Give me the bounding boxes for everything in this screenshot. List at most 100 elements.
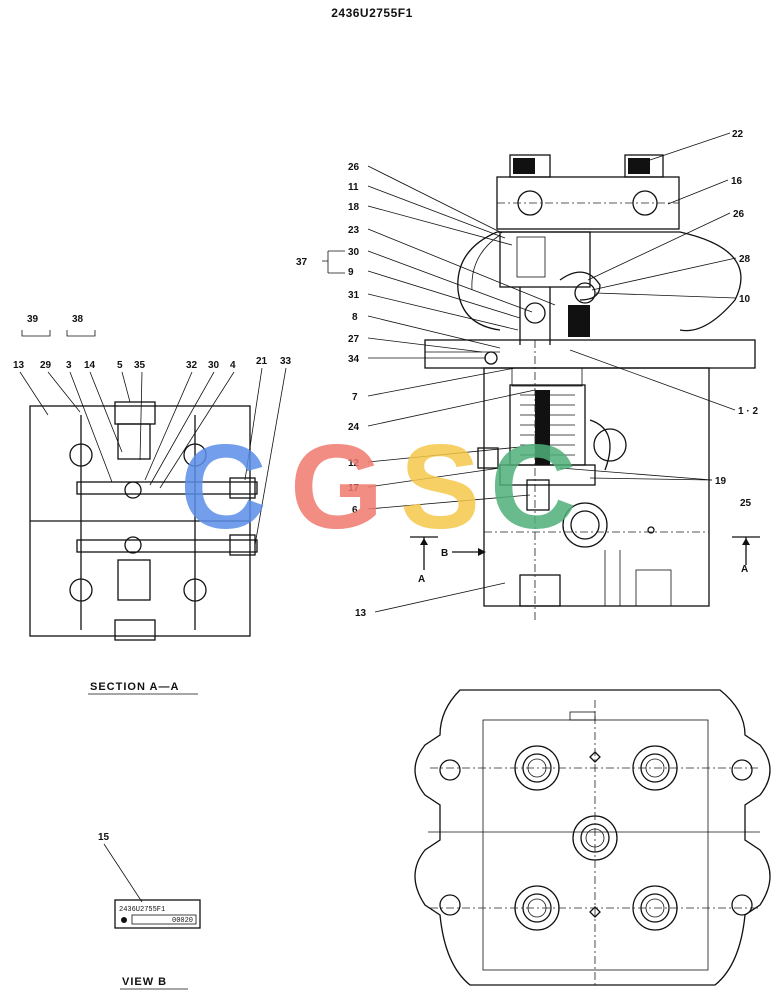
callout-11: 11	[348, 182, 359, 193]
pilot-mark-bottom	[589, 906, 601, 918]
section-cap-top	[114, 401, 156, 425]
callout-30-section: 30	[208, 360, 220, 371]
section-letter-a-left: A	[418, 574, 425, 585]
nameplate-part-number: 2436U2755F1	[119, 906, 165, 914]
callout-24: 24	[348, 422, 360, 433]
callout-16: 16	[731, 176, 743, 187]
mount-hole-bl	[439, 894, 461, 916]
mount-hole-br	[731, 894, 753, 916]
watermark-letter-c1: C	[180, 420, 267, 554]
flange-right	[497, 231, 742, 332]
spring-28	[568, 305, 590, 337]
callout-32: 32	[186, 360, 198, 371]
view-b-arrow: B	[441, 548, 486, 559]
callout-30: 30	[348, 247, 360, 258]
callout-35: 35	[134, 360, 146, 371]
view-b-caption: VIEW B	[122, 976, 167, 988]
watermark: C G S C	[180, 420, 577, 554]
section-spool-upper	[76, 481, 258, 495]
callout-26-left: 26	[348, 162, 360, 173]
callout-3: 3	[66, 360, 72, 371]
ball-30	[524, 302, 546, 324]
pin-18	[516, 236, 546, 278]
callout-37: 37	[296, 257, 308, 268]
callout-8: 8	[352, 312, 358, 323]
watermark-letter-g: G	[290, 420, 383, 554]
callout-10: 10	[739, 294, 751, 305]
callout-22: 22	[732, 129, 744, 140]
nameplate-mark	[121, 917, 127, 923]
callout-27: 27	[348, 334, 360, 345]
valve-body-13	[483, 367, 710, 607]
section-a-a-view	[29, 401, 258, 641]
callout-7: 7	[352, 392, 358, 403]
callout-1-2: 1 · 2	[738, 406, 758, 417]
callout-33: 33	[280, 356, 292, 367]
nameplate-frame	[114, 899, 201, 929]
callout-26-right: 26	[733, 209, 745, 220]
bottom-body	[482, 719, 709, 971]
port-center	[572, 815, 618, 861]
drawing-number: 2436U2755F1	[331, 6, 413, 20]
view-letter-b: B	[441, 548, 448, 559]
section-callouts: 39 38 13 29 3 14 5 35 32 30 4 21 33	[13, 314, 292, 546]
spool-stem	[535, 390, 550, 465]
section-cap-bottom	[114, 619, 156, 641]
callout-18: 18	[348, 202, 360, 213]
callout-21: 21	[256, 356, 268, 367]
callout-39: 39	[27, 314, 39, 325]
callout-14: 14	[84, 360, 96, 371]
pilot-mark-top	[589, 751, 601, 763]
bolt-thread-right	[628, 158, 650, 174]
callout-31: 31	[348, 290, 360, 301]
bolt-thread-left	[513, 158, 535, 174]
section-spool-lower	[76, 539, 258, 553]
port-25	[562, 502, 608, 548]
callout-28: 28	[739, 254, 751, 265]
section-letter-a-right: A	[741, 564, 748, 575]
flange-left	[457, 231, 501, 331]
body-upper	[499, 231, 591, 288]
bottom-plan-view	[414, 689, 771, 986]
callout-4: 4	[230, 360, 236, 371]
side-boss	[589, 419, 611, 471]
callout-19: 19	[715, 476, 727, 487]
main-callouts: 22 16 26 11 18 23 28 10 30 9 31 8 27 34 …	[296, 129, 758, 619]
callout-17: 17	[348, 483, 360, 494]
section-a-a-caption: SECTION A—A	[90, 681, 179, 693]
callout-9: 9	[348, 267, 354, 278]
callout-15: 15	[98, 832, 110, 843]
watermark-letter-c2: C	[490, 420, 577, 554]
mount-hole-tl	[439, 759, 461, 781]
section-ball-upper	[124, 481, 142, 499]
section-marker-right: A	[732, 536, 760, 575]
section-marker-left: A	[410, 536, 438, 585]
callout-34: 34	[348, 354, 360, 365]
callout-13-section: 13	[13, 360, 25, 371]
spring-seat	[559, 271, 601, 301]
callout-25: 25	[740, 498, 752, 509]
ball-10	[574, 282, 596, 304]
main-assembly-view	[424, 154, 756, 620]
callout-6: 6	[352, 505, 358, 516]
section-plunger-top	[117, 423, 151, 460]
callout-13-main: 13	[355, 608, 367, 619]
lever-arm-8	[424, 339, 756, 369]
watermark-letter-s: S	[400, 420, 480, 554]
nameplate-serial: 00020	[172, 917, 193, 925]
callout-29: 29	[40, 360, 52, 371]
section-ball-lower	[124, 536, 142, 554]
bottom-outline	[414, 689, 771, 986]
screw-34	[484, 351, 498, 365]
view-b-nameplate: 15 2436U2755F1 00020	[98, 832, 201, 929]
callout-38: 38	[72, 314, 84, 325]
retainer-19	[499, 464, 596, 486]
bottom-plug	[519, 574, 561, 607]
callout-23: 23	[348, 225, 360, 236]
plug-17	[477, 447, 499, 469]
mount-hole-tr	[731, 759, 753, 781]
callout-5: 5	[117, 360, 123, 371]
section-plunger-bottom	[117, 559, 151, 601]
callout-12: 12	[348, 458, 360, 469]
